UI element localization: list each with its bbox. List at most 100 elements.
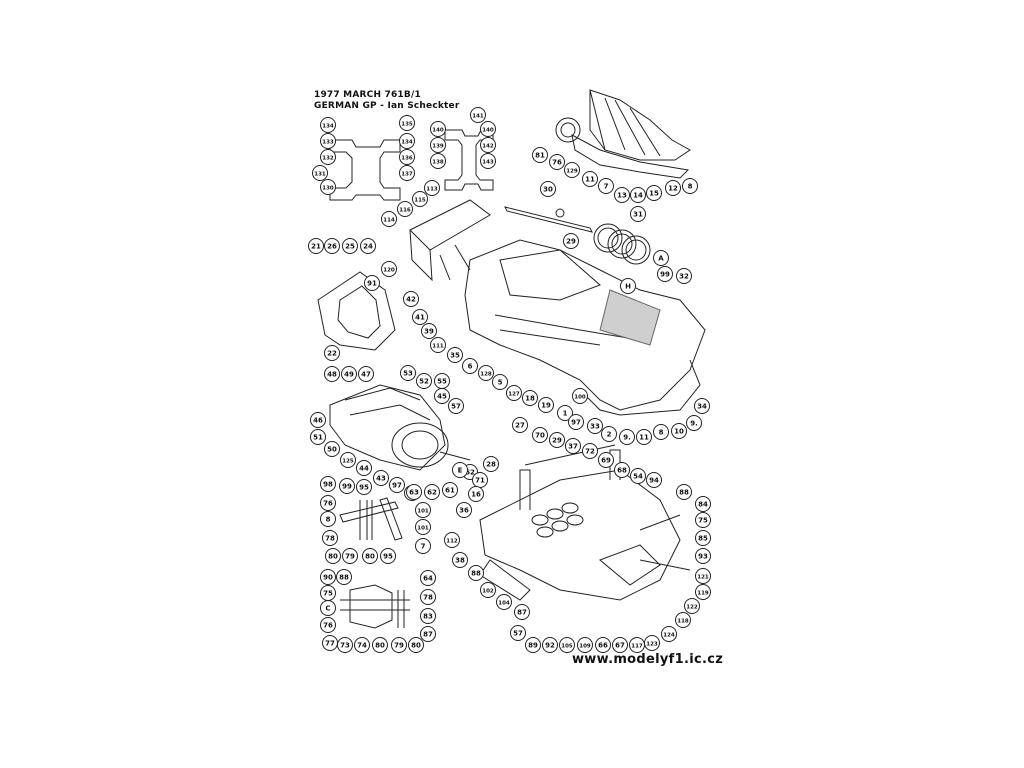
- callout-number: 68: [617, 467, 627, 475]
- part-callout: 127: [506, 385, 522, 401]
- part-callout: 131: [312, 165, 328, 181]
- callout-circle: [695, 548, 711, 564]
- callout-number: 75: [698, 517, 708, 525]
- part-callout: 76: [549, 154, 565, 170]
- callout-number: 76: [323, 622, 333, 630]
- callout-circle: [320, 600, 336, 616]
- callout-number: 70: [535, 432, 545, 440]
- callout-number: 29: [566, 238, 576, 246]
- callout-number: 118: [677, 619, 689, 625]
- callout-circle: [468, 565, 484, 581]
- part-callout: 9.: [686, 415, 702, 431]
- callout-circle: [434, 388, 450, 404]
- callout-number: C: [325, 605, 330, 613]
- part-callout: 43: [373, 470, 389, 486]
- part-callout: 62: [424, 484, 440, 500]
- callout-number: 76: [323, 500, 333, 508]
- callout-number: 47: [361, 371, 371, 379]
- callout-number: 63: [409, 489, 419, 497]
- wheel-rims: [593, 223, 651, 265]
- callout-number: 31: [633, 211, 643, 219]
- callout-number: 76: [552, 159, 562, 167]
- callout-circle: [341, 366, 357, 382]
- part-callout: 69: [598, 452, 614, 468]
- part-callout: 141: [470, 107, 486, 123]
- part-callout: 73: [337, 637, 353, 653]
- callout-number: 114: [383, 218, 395, 224]
- callout-circle: [399, 165, 415, 181]
- callout-circle: [480, 582, 496, 598]
- part-callout: 34: [694, 398, 710, 414]
- callout-circle: [415, 502, 431, 518]
- part-callout: 95: [356, 479, 372, 495]
- part-callout: 81: [532, 147, 548, 163]
- part-callout: 122: [684, 598, 700, 614]
- part-callout: 76: [320, 617, 336, 633]
- callout-circle: [372, 637, 388, 653]
- part-callout: 78: [420, 589, 436, 605]
- part-callout: 138: [430, 153, 446, 169]
- part-callout: 79: [342, 548, 358, 564]
- callout-circle: [549, 154, 565, 170]
- callout-circle: [620, 278, 636, 294]
- callout-circle: [356, 460, 372, 476]
- callout-circle: [480, 153, 496, 169]
- callout-number: H: [625, 283, 631, 291]
- callout-number: 34: [697, 403, 707, 411]
- callout-circle: [630, 468, 646, 484]
- callout-number: 7: [604, 183, 609, 191]
- part-callout: 83: [420, 608, 436, 624]
- part-callout: 88: [468, 565, 484, 581]
- callout-number: 120: [383, 268, 395, 274]
- callout-number: 37: [568, 443, 578, 451]
- part-callout: 8: [320, 511, 336, 527]
- callout-circle: [406, 484, 422, 500]
- part-callout: 32: [676, 268, 692, 284]
- callout-circle: [448, 398, 464, 414]
- part-callout: 36: [456, 502, 472, 518]
- part-callout: 97: [568, 414, 584, 430]
- part-callout: 63: [406, 484, 422, 500]
- callout-circle: [320, 511, 336, 527]
- part-callout: 21: [308, 238, 324, 254]
- callout-number: 15: [649, 190, 659, 198]
- callout-circle: [646, 185, 662, 201]
- callout-number: 128: [480, 372, 492, 378]
- part-callout: 75: [320, 585, 336, 601]
- callout-number: 121: [697, 575, 709, 581]
- part-callout: 41: [412, 309, 428, 325]
- callout-number: 54: [633, 473, 643, 481]
- part-callout: 75: [695, 512, 711, 528]
- callout-circle: [682, 178, 698, 194]
- part-callout: 18: [522, 390, 538, 406]
- injection-trumpets: [531, 502, 584, 538]
- part-callout: 120: [381, 261, 397, 277]
- part-callout: 8: [653, 424, 669, 440]
- part-callout: 99: [657, 266, 673, 282]
- callout-circle: [695, 496, 711, 512]
- callout-number: 87: [517, 609, 527, 617]
- part-callout: 80: [408, 637, 424, 653]
- rear-engine-assembly: [479, 469, 681, 601]
- callout-number: 116: [399, 208, 411, 214]
- callout-circle: [676, 484, 692, 500]
- callout-number: 143: [482, 160, 494, 166]
- callout-number: 139: [432, 144, 444, 150]
- callout-circle: [480, 137, 496, 153]
- callout-number: 16: [471, 491, 481, 499]
- callout-number: 130: [322, 186, 334, 192]
- part-callout: 54: [630, 468, 646, 484]
- callout-circle: [442, 482, 458, 498]
- callout-number: 78: [423, 594, 433, 602]
- callout-circle: [538, 397, 554, 413]
- callout-circle: [478, 365, 494, 381]
- callout-circle: [399, 115, 415, 131]
- callout-circle: [557, 405, 573, 421]
- part-callout: 89: [525, 637, 541, 653]
- callout-number: 8: [659, 429, 664, 437]
- part-callout: 78: [322, 530, 338, 546]
- callout-circle: [320, 179, 336, 195]
- callout-circle: [399, 149, 415, 165]
- part-callout: 88: [336, 569, 352, 585]
